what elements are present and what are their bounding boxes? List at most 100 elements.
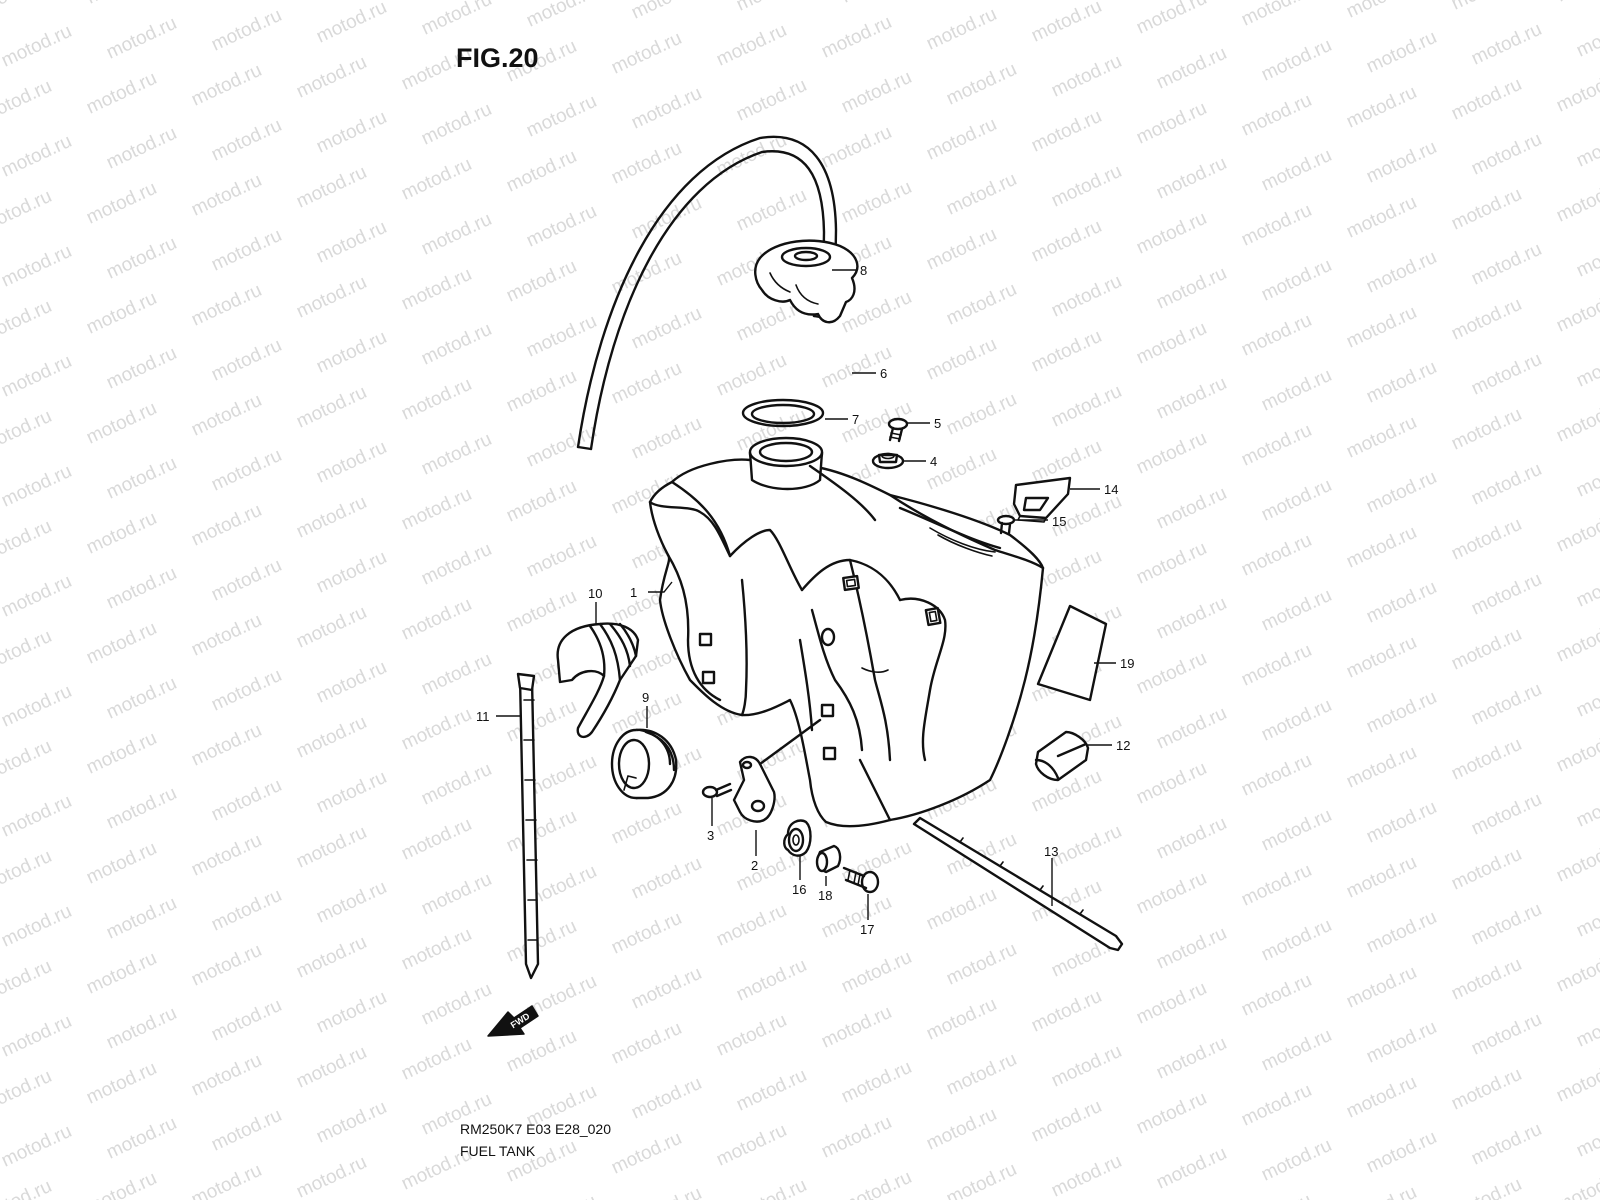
watermark-text: motod.ru xyxy=(1133,98,1210,149)
watermark-text: motod.ru xyxy=(818,1002,895,1053)
watermark-text: motod.ru xyxy=(503,806,580,857)
watermark-text: motod.ru xyxy=(713,900,790,951)
watermark-text: motod.ru xyxy=(1468,1009,1545,1060)
watermark-text: motod.ru xyxy=(713,20,790,71)
watermark-text: motod.ru xyxy=(503,146,580,197)
part-1-fuel-tank xyxy=(648,436,1045,828)
callout-19: 19 xyxy=(1120,656,1134,671)
watermark-text: motod.ru xyxy=(418,759,495,810)
callout-4: 4 xyxy=(930,454,937,469)
part-18-collar xyxy=(815,844,842,874)
watermark-text: motod.ru xyxy=(208,225,285,276)
watermark-text: motod.ru xyxy=(1048,1151,1125,1200)
watermark-text: motod.ru xyxy=(628,1183,705,1200)
watermark-text: motod.ru xyxy=(923,444,1000,495)
watermark-text: motod.ru xyxy=(1153,1033,1230,1084)
watermark-text: motod.ru xyxy=(1153,923,1230,974)
watermark-text: motod.ru xyxy=(733,185,810,236)
watermark-text: motod.ru xyxy=(1028,326,1105,377)
watermark-text: motod.ru xyxy=(733,1175,810,1200)
watermark-text: motod.ru xyxy=(1573,451,1600,502)
watermark-text: motod.ru xyxy=(208,5,285,56)
watermark-text: motod.ru xyxy=(1258,695,1335,746)
callout-1: 1 xyxy=(630,585,637,600)
watermark-text: motod.ru xyxy=(608,798,685,849)
watermark-text: motod.ru xyxy=(1553,946,1600,997)
part-3-screw xyxy=(701,782,733,799)
watermark-text: motod.ru xyxy=(313,437,390,488)
watermark-text: motod.ru xyxy=(0,406,55,457)
watermark-text: motod.ru xyxy=(1153,483,1230,534)
figure-title: FIG.20 xyxy=(456,43,539,73)
watermark-text: motod.ru xyxy=(1343,522,1420,573)
watermark-text: motod.ru xyxy=(0,901,75,952)
callout-17: 17 xyxy=(860,922,874,937)
watermark-text: motod.ru xyxy=(0,1121,75,1172)
part-17-bolt xyxy=(842,866,880,894)
watermark-text: motod.ru xyxy=(1153,373,1230,424)
watermark-text: motod.ru xyxy=(1363,137,1440,188)
watermark-text: motod.ru xyxy=(1468,899,1545,950)
watermark-text: motod.ru xyxy=(1343,962,1420,1013)
watermark-text: motod.ru xyxy=(1238,0,1315,31)
watermark-text: motod.ru xyxy=(943,1159,1020,1200)
watermark-text: motod.ru xyxy=(1363,907,1440,958)
watermark-text: motod.ru xyxy=(293,822,370,873)
watermark-text: motod.ru xyxy=(0,1176,55,1200)
watermark-text: motod.ru xyxy=(103,13,180,64)
figure-code: RM250K7 E03 E28_020 xyxy=(460,1121,611,1137)
watermark-text: motod.ru xyxy=(838,1057,915,1108)
watermark-text: motod.ru xyxy=(1448,514,1525,565)
watermark-text: motod.ru xyxy=(313,657,390,708)
watermark-text: motod.ru xyxy=(1468,1119,1545,1170)
watermark-text: motod.ru xyxy=(1238,640,1315,691)
callout-14: 14 xyxy=(1104,482,1118,497)
watermark-text: motod.ru xyxy=(923,114,1000,165)
watermark-text: motod.ru xyxy=(1363,687,1440,738)
watermark-text: motod.ru xyxy=(293,932,370,983)
watermark-text: motod.ru xyxy=(628,413,705,464)
watermark-text: motod.ru xyxy=(628,303,705,354)
watermark-text: motod.ru xyxy=(83,948,160,999)
callout-18: 18 xyxy=(818,888,832,903)
watermark-text: motod.ru xyxy=(398,484,475,535)
watermark-text: motod.ru xyxy=(293,162,370,213)
watermark-text: motod.ru xyxy=(0,1011,75,1062)
watermark-text: motod.ru xyxy=(1258,1135,1335,1186)
part-14-strap xyxy=(1012,476,1072,523)
watermark-text: motod.ru xyxy=(1048,271,1125,322)
watermark-text: motod.ru xyxy=(188,0,265,1)
watermark-text: motod.ru xyxy=(523,1191,600,1200)
watermark-text: motod.ru xyxy=(418,869,495,920)
watermark-text: motod.ru xyxy=(0,351,75,402)
watermark-text: motod.ru xyxy=(838,947,915,998)
watermark-text: motod.ru xyxy=(608,908,685,959)
watermark-text: motod.ru xyxy=(1363,467,1440,518)
watermark-text: motod.ru xyxy=(1258,915,1335,966)
watermark-text: motod.ru xyxy=(83,68,160,119)
watermark-text: motod.ru xyxy=(608,1128,685,1179)
watermark-text: motod.ru xyxy=(1238,1190,1315,1200)
callout-7: 7 xyxy=(852,412,859,427)
watermark-text: motod.ru xyxy=(1343,82,1420,133)
part-16-grommet xyxy=(783,819,812,857)
watermark-text: motod.ru xyxy=(1448,734,1525,785)
watermark-text: motod.ru xyxy=(608,138,685,189)
watermark-text: motod.ru xyxy=(818,1112,895,1163)
watermark-text: motod.ru xyxy=(1133,538,1210,589)
callout-15: 15 xyxy=(1052,514,1066,529)
watermark-text: motod.ru xyxy=(1028,106,1105,157)
watermark-text: motod.ru xyxy=(1153,263,1230,314)
watermark-text: motod.ru xyxy=(293,52,370,103)
watermark-text: motod.ru xyxy=(313,107,390,158)
watermark-text: motod.ru xyxy=(208,665,285,716)
watermark-text: motod.ru xyxy=(83,0,160,9)
watermark-text: motod.ru xyxy=(0,791,75,842)
watermark-text: motod.ru xyxy=(313,0,390,48)
watermark-text: motod.ru xyxy=(1573,891,1600,942)
watermark-text: motod.ru xyxy=(0,241,75,292)
watermark-text: motod.ru xyxy=(188,830,265,881)
watermark-text: motod.ru xyxy=(1573,1001,1600,1052)
watermark-text: motod.ru xyxy=(1573,231,1600,282)
callout-5: 5 xyxy=(934,416,941,431)
